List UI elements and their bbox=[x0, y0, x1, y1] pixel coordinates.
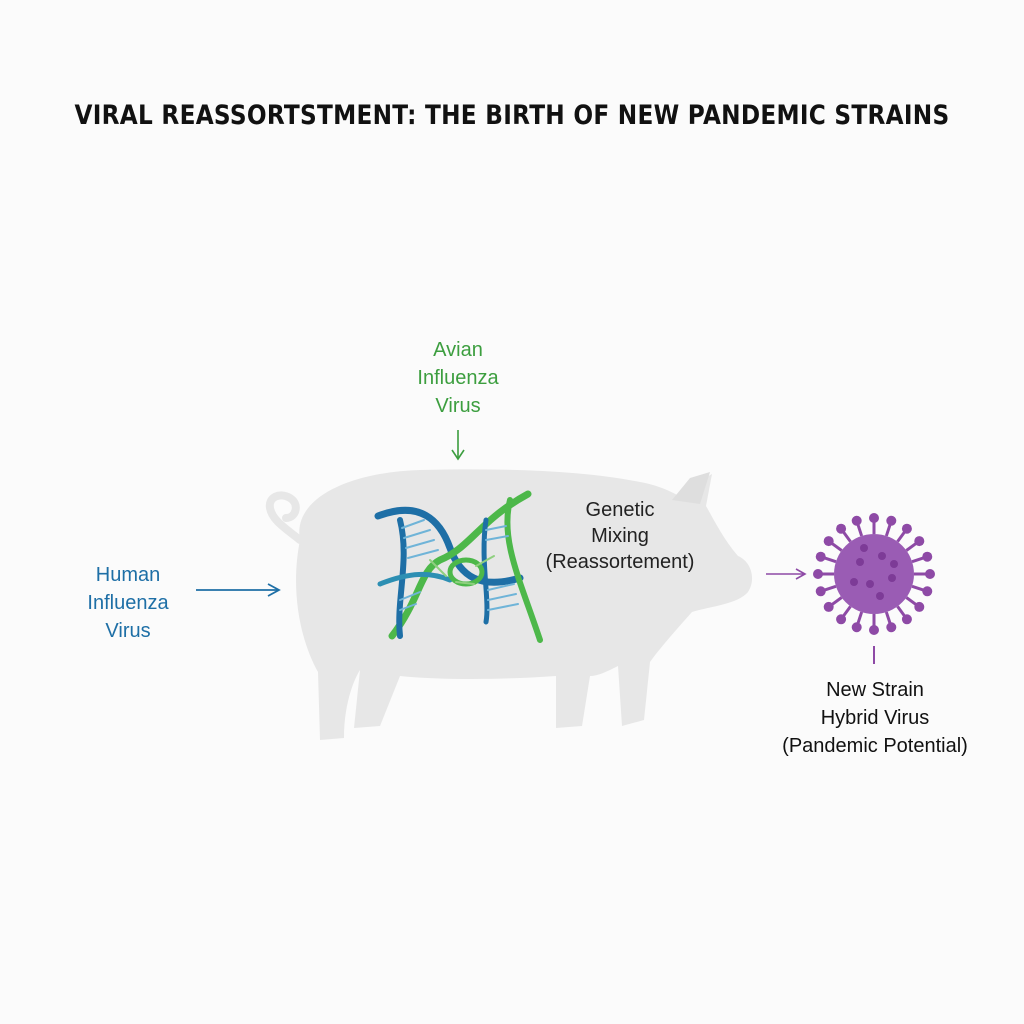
virus-icon bbox=[813, 513, 935, 635]
human-arrow bbox=[196, 583, 281, 597]
dna-helix-icon bbox=[374, 490, 543, 643]
avian-arrow bbox=[451, 430, 465, 461]
output-arrow bbox=[766, 568, 807, 580]
diagram-title: VIRAL REASSORTSTMENT: THE BIRTH OF NEW P… bbox=[74, 100, 950, 131]
